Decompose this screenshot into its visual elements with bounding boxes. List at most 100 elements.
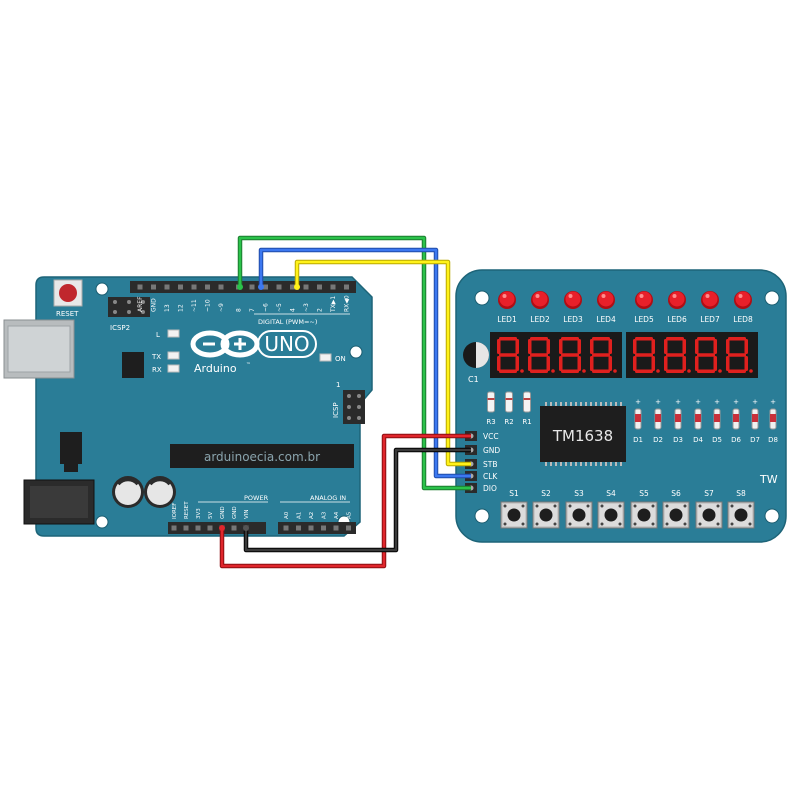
- analog-header-label: ANALOG IN: [310, 494, 346, 502]
- header-pin-hole: [195, 525, 201, 531]
- decimal-point: [656, 369, 660, 373]
- switch-corner: [553, 522, 557, 526]
- led-5-lens: [636, 291, 652, 307]
- switch-button[interactable]: [604, 508, 618, 522]
- mounting-hole: [474, 290, 490, 306]
- chip-leg: [555, 402, 557, 406]
- power-pin-label: RESET: [184, 501, 190, 519]
- pin-label: STB: [483, 460, 498, 469]
- wires: [219, 235, 471, 569]
- switch-corner: [633, 504, 637, 508]
- seven-segment-digits: [497, 337, 753, 373]
- segment: [726, 339, 730, 354]
- switch-button[interactable]: [539, 508, 553, 522]
- switch-corner: [665, 522, 669, 526]
- power-header: [168, 522, 266, 534]
- header-pin-hole: [290, 284, 295, 290]
- diode-label: D1: [633, 436, 643, 444]
- led-3-lens: [565, 291, 581, 307]
- resistor-label: R1: [522, 418, 531, 426]
- switch-corner: [553, 504, 557, 508]
- segment: [559, 339, 563, 354]
- pin-label: DIO: [483, 484, 497, 493]
- chip-leg: [575, 402, 577, 406]
- diode-band: [714, 414, 720, 422]
- digit-3: [559, 337, 586, 373]
- reset-label: RESET: [56, 310, 79, 318]
- header-pin-hole: [207, 525, 213, 531]
- reset-button-cap[interactable]: [59, 284, 77, 302]
- switch-button[interactable]: [637, 508, 651, 522]
- segment: [695, 339, 699, 354]
- switch-corner: [665, 504, 669, 508]
- header-pin-hole: [283, 525, 289, 531]
- segment: [664, 339, 668, 354]
- decimal-point: [613, 369, 617, 373]
- diode-label: D8: [768, 436, 778, 444]
- header-pin-hole: [321, 525, 326, 531]
- resistor: [505, 391, 513, 413]
- chip-leg: [585, 462, 587, 466]
- chip-leg: [610, 462, 612, 466]
- switch-button[interactable]: [507, 508, 521, 522]
- segment: [664, 356, 668, 371]
- header-pin-hole: [344, 284, 349, 290]
- digit-1: [497, 337, 524, 373]
- segment: [577, 339, 581, 354]
- switch-corner: [651, 522, 655, 526]
- chip-leg: [545, 462, 547, 466]
- power-pin-label: GND: [232, 506, 238, 519]
- icsp2-label: ICSP2: [110, 324, 130, 332]
- decimal-point: [582, 369, 586, 373]
- icsp-header: [343, 390, 365, 424]
- digit-7: [695, 337, 722, 373]
- pin-label: VCC: [483, 432, 499, 441]
- chip-leg: [550, 462, 552, 466]
- switch-corner: [748, 504, 752, 508]
- switch-label: S7: [704, 489, 714, 498]
- header-pin-hole: [183, 525, 189, 531]
- mounting-hole: [95, 515, 109, 529]
- segment: [697, 353, 715, 357]
- mounting-hole: [95, 282, 109, 296]
- switch-corner: [568, 522, 572, 526]
- pin-label: GND: [483, 446, 500, 455]
- mounting-hole: [764, 290, 780, 306]
- switch-button[interactable]: [669, 508, 683, 522]
- tm1638-chip-label: TM1638: [552, 427, 613, 445]
- segment: [530, 353, 548, 357]
- switch-label: S4: [606, 489, 616, 498]
- resistor-label: R3: [486, 418, 495, 426]
- digital-header-label: DIGITAL (PWM=~): [258, 318, 317, 326]
- switch-label: S1: [509, 489, 519, 498]
- diode-polarity: +: [733, 398, 739, 406]
- led-7-lens: [702, 291, 718, 307]
- led-tx-label: TX: [151, 353, 161, 361]
- capacitor-c1: [463, 342, 489, 368]
- led-6-lens: [669, 291, 685, 307]
- switch-button[interactable]: [734, 508, 748, 522]
- corner-mark: TW: [759, 473, 778, 486]
- switch-label: S8: [736, 489, 746, 498]
- segment: [666, 369, 684, 373]
- diode-row: +D1+D2+D3+D4+D5+D6+D7+D8: [633, 398, 778, 444]
- switch-corner: [600, 504, 604, 508]
- switch-button[interactable]: [572, 508, 586, 522]
- diode-band: [695, 414, 701, 422]
- header-pin-hole: [263, 284, 268, 290]
- led-tx: [167, 351, 180, 360]
- switch-label: S2: [541, 489, 551, 498]
- chip-leg: [610, 402, 612, 406]
- resistor: [487, 391, 495, 413]
- digit-5: [633, 337, 660, 373]
- chip-leg: [620, 462, 622, 466]
- switch-corner: [683, 504, 687, 508]
- led-highlight: [535, 294, 540, 298]
- pin-label: CLK: [483, 472, 498, 481]
- chip-leg: [600, 402, 602, 406]
- chip-leg: [580, 402, 582, 406]
- switch-button[interactable]: [702, 508, 716, 522]
- segment: [561, 369, 579, 373]
